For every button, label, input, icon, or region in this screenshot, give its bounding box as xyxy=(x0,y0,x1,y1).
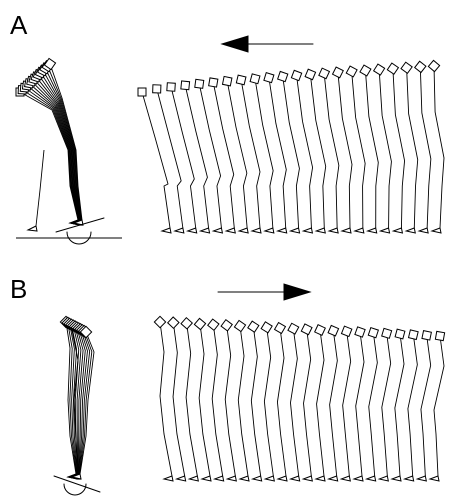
panel-a-figure xyxy=(153,85,184,233)
figure-head-marker xyxy=(181,318,192,329)
panel-b-direction-arrow xyxy=(218,284,310,300)
figure-head-marker xyxy=(208,319,219,330)
panel-b-figure xyxy=(405,330,418,481)
figure-head-marker xyxy=(248,321,259,332)
panel-a-balance-board xyxy=(16,218,122,244)
figure-head-marker xyxy=(360,65,371,76)
panel-a-figure-sequence xyxy=(138,60,444,233)
figure-head-marker xyxy=(234,320,245,331)
panel-b-figure xyxy=(392,329,405,481)
panel-b-figure xyxy=(354,327,365,481)
figure-head-marker xyxy=(288,323,299,334)
panel-a-overlay-figures xyxy=(16,58,83,231)
figure-head-marker xyxy=(328,325,339,336)
figure-head-marker xyxy=(301,324,312,335)
figure-head-marker xyxy=(319,68,330,79)
panel-a-figure xyxy=(167,83,197,233)
figure-head-marker xyxy=(341,326,351,336)
figure-head-marker xyxy=(195,79,204,88)
figure-head-marker xyxy=(194,318,205,329)
figure-head-marker xyxy=(346,66,357,77)
panel-a-figure xyxy=(428,60,444,233)
panel-b-figure xyxy=(275,323,287,481)
figure-head-marker xyxy=(167,83,176,92)
panel-b-figure xyxy=(417,331,431,481)
figure-head-marker xyxy=(315,325,326,336)
panel-b-figure xyxy=(208,319,224,481)
panel-a: A xyxy=(10,10,444,244)
figure-head-marker xyxy=(291,70,301,80)
figure-head-marker xyxy=(368,328,378,338)
panel-b-label: B xyxy=(10,274,27,304)
panel-b-figure xyxy=(430,331,445,481)
panel-a-figure xyxy=(415,61,431,233)
figure-head-marker xyxy=(209,78,218,87)
panel-a-figure xyxy=(305,69,326,233)
panel-b-figure xyxy=(341,326,352,481)
figure-head-marker xyxy=(422,331,431,340)
panel-b-figure xyxy=(367,328,379,481)
panel-b-figure xyxy=(181,318,198,481)
panel-b-figure xyxy=(234,320,249,481)
figure-head-marker xyxy=(168,317,179,328)
figure-head-marker xyxy=(236,75,246,85)
panel-b-figure xyxy=(379,328,391,481)
figure-head-marker xyxy=(374,64,385,75)
panel-a-figure xyxy=(195,79,223,233)
figure-head-marker xyxy=(395,329,405,339)
panel-a-figure xyxy=(278,71,300,233)
panel-a-figure xyxy=(291,70,312,233)
panel-b-figure xyxy=(315,325,326,481)
figure-head-marker xyxy=(264,73,274,83)
panel-a-figure xyxy=(236,75,261,233)
figure-head-marker xyxy=(181,81,190,90)
figure-head-marker xyxy=(138,88,146,96)
panel-b-figure xyxy=(194,318,211,481)
figure-head-marker xyxy=(435,331,444,340)
panel-a-figure xyxy=(250,74,274,233)
figure-head-marker xyxy=(278,71,288,81)
panel-b-overlay-figures xyxy=(60,316,94,479)
panel-b-figure xyxy=(221,320,236,481)
figure-head-marker xyxy=(223,76,232,85)
panel-a-label: A xyxy=(10,10,28,40)
figure-head-marker xyxy=(333,67,344,78)
figure-head-marker xyxy=(221,320,232,331)
figure-head-marker xyxy=(401,62,412,73)
panel-a-figure xyxy=(387,63,404,233)
panel-b-figure xyxy=(168,317,186,481)
figure-head-marker xyxy=(261,322,272,333)
figure-head-marker xyxy=(305,69,315,79)
figure-head-marker xyxy=(428,60,439,71)
panel-b-figure xyxy=(301,324,312,481)
panel-a-figure xyxy=(319,68,339,233)
figure-head-marker xyxy=(382,328,392,338)
panel-b-figure-sequence xyxy=(154,316,444,481)
panel-a-direction-arrow xyxy=(222,36,313,52)
panel-a-figure xyxy=(401,62,418,233)
panel-b-figure xyxy=(248,321,262,481)
figure-head-marker xyxy=(387,63,398,74)
panel-b-figure xyxy=(261,322,274,481)
panel-b-figure xyxy=(154,316,173,481)
figure-head-marker xyxy=(154,316,165,327)
figure-head-marker xyxy=(250,74,260,84)
panel-a-figure xyxy=(138,88,171,233)
panel-b: B xyxy=(10,274,445,495)
figure-head-marker xyxy=(409,330,419,340)
panel-b-figure xyxy=(328,325,339,481)
figure-head-marker xyxy=(415,61,426,72)
panel-a-figure xyxy=(181,81,210,233)
figure-head-marker xyxy=(153,85,161,93)
figure-head-marker xyxy=(355,327,365,337)
figure-head-marker xyxy=(275,323,286,334)
panel-a-figure xyxy=(264,73,287,233)
panel-a-figure xyxy=(374,64,392,233)
panel-b-figure xyxy=(288,323,300,481)
